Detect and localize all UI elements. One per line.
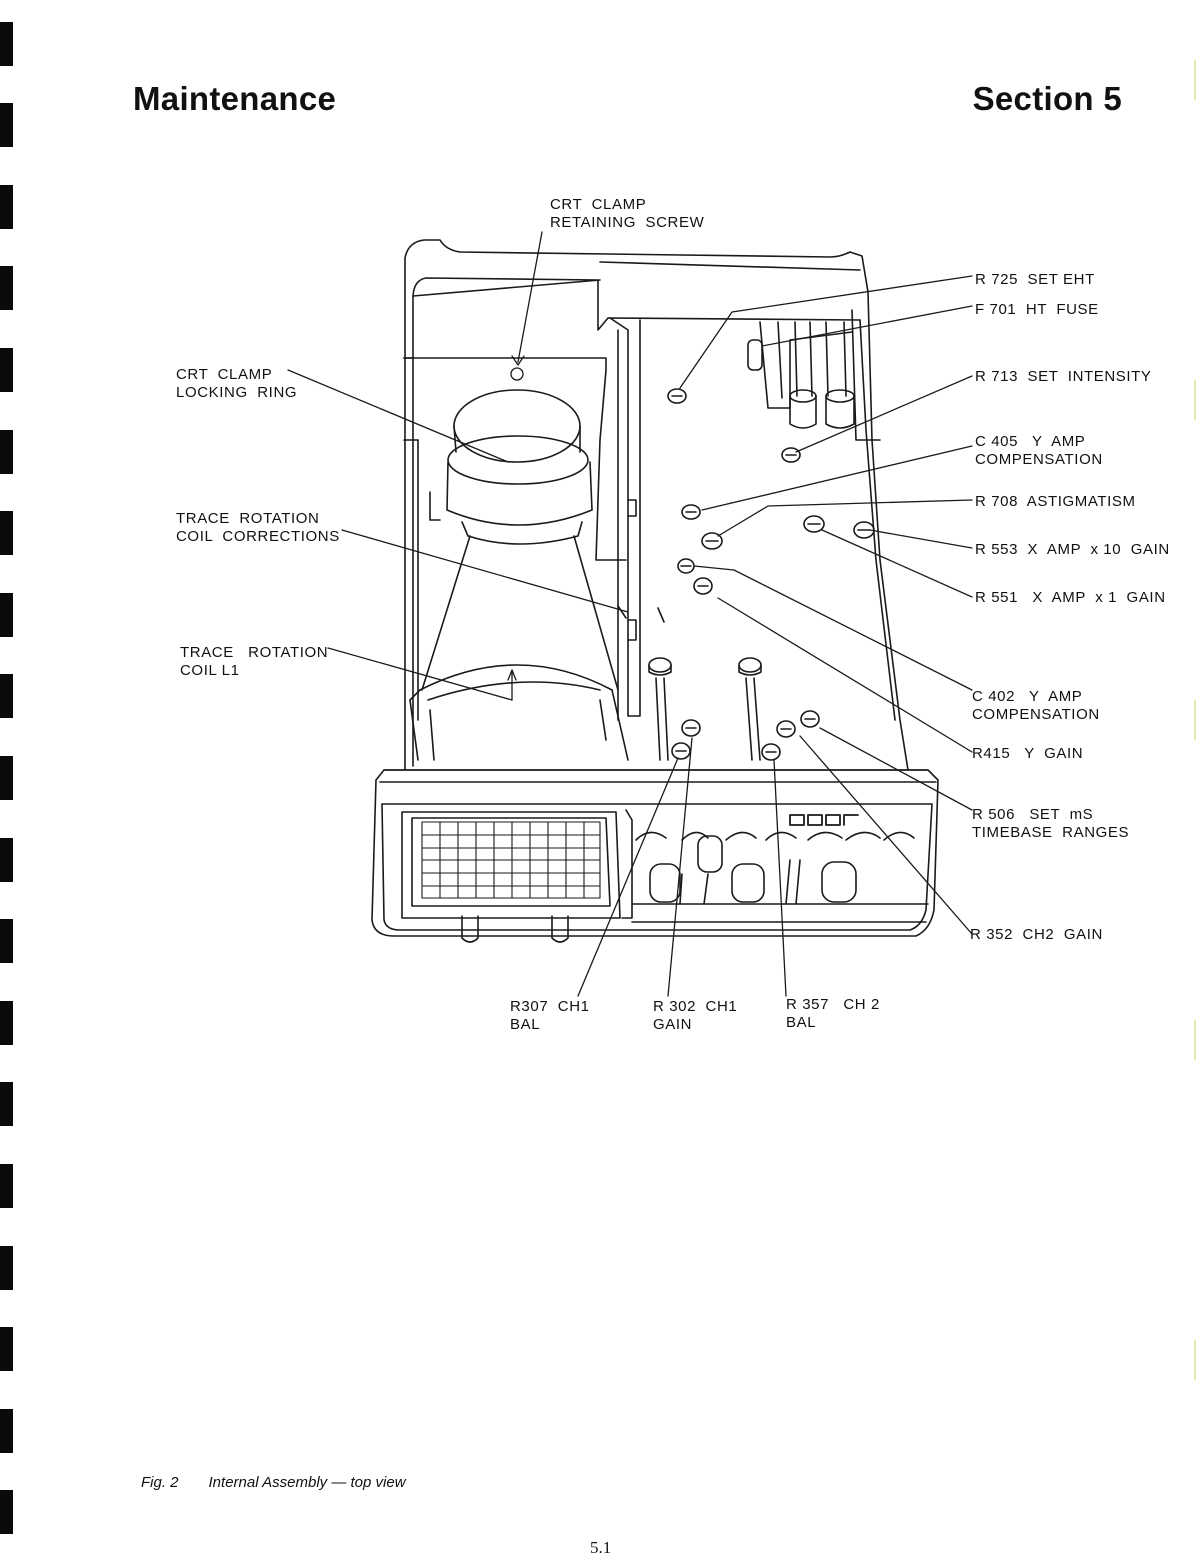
callout-trace-rotation-coil-corrections: TRACE ROTATION COIL CORRECTIONS xyxy=(176,510,340,545)
coil-correction-marks xyxy=(617,605,665,623)
callout-f701: F 701 HT FUSE xyxy=(975,301,1099,318)
section-title: Section 5 xyxy=(972,80,1122,117)
callout-r506: R 506 SET mS TIMEBASE RANGES xyxy=(972,806,1130,841)
callout-r307: R307 CH1 BAL xyxy=(510,998,590,1033)
binding-hole xyxy=(0,511,13,555)
callout-r553: R 553 X AMP x 10 GAIN xyxy=(975,541,1170,558)
binding-hole xyxy=(0,1409,13,1453)
front-feet xyxy=(461,915,569,943)
page-edge xyxy=(1194,60,1196,100)
page-number: 5.1 xyxy=(590,1538,612,1557)
binding-hole xyxy=(0,185,13,229)
page-edge xyxy=(1194,700,1196,740)
front-panel xyxy=(371,769,939,937)
crt-graticule xyxy=(421,821,601,899)
callout-crt-clamp-locking-ring: CRT CLAMP LOCKING RING xyxy=(176,366,298,401)
leader-lines xyxy=(287,231,973,997)
callout-c402: C 402 Y AMP COMPENSATION xyxy=(972,688,1100,723)
binding-hole xyxy=(0,593,13,637)
binding-hole xyxy=(0,22,13,66)
callout-r357: R 357 CH 2 BAL xyxy=(786,996,880,1031)
binding-hole xyxy=(0,1246,13,1290)
page-title: Maintenance xyxy=(133,80,337,117)
callout-r352: R 352 CH2 GAIN xyxy=(970,926,1103,943)
chassis xyxy=(404,239,909,771)
page-edge xyxy=(1194,380,1196,420)
front-panel-knobs xyxy=(635,831,915,905)
callout-crt-clamp-retaining-screw: CRT CLAMP RETAINING SCREW xyxy=(550,196,705,231)
trimmer-pots xyxy=(667,388,875,761)
binding-hole xyxy=(0,1001,13,1045)
binding-hole xyxy=(0,1327,13,1371)
panel-readout xyxy=(789,814,859,826)
callout-r708: R 708 ASTIGMATISM xyxy=(975,493,1136,510)
page-edge xyxy=(1194,1020,1196,1060)
binding-hole xyxy=(0,838,13,882)
callout-trace-rotation-coil-l1: TRACE ROTATION COIL L1 xyxy=(180,644,329,679)
binding-hole xyxy=(0,1164,13,1208)
callout-c405: C 405 Y AMP COMPENSATION xyxy=(975,433,1103,468)
callout-r713: R 713 SET INTENSITY xyxy=(975,368,1152,385)
callout-r415: R415 Y GAIN xyxy=(972,745,1084,762)
binding-hole xyxy=(0,266,13,310)
binding-hole xyxy=(0,674,13,718)
binding-hole xyxy=(0,919,13,963)
binding-hole xyxy=(0,1490,13,1534)
callout-r302: R 302 CH1 GAIN xyxy=(653,998,738,1033)
figure-caption: Fig. 2 Internal Assembly — top view xyxy=(141,1474,406,1491)
crt-tube xyxy=(409,389,629,761)
figure-number: Fig. 2 xyxy=(141,1474,179,1491)
figure-title: Internal Assembly — top view xyxy=(208,1474,406,1491)
binding-hole xyxy=(0,1082,13,1126)
control-shafts xyxy=(648,657,762,761)
page-edge xyxy=(1194,1340,1196,1380)
binding-hole xyxy=(0,103,13,147)
callout-r725: R 725 SET EHT xyxy=(975,271,1095,288)
binding-hole xyxy=(0,348,13,392)
binding-hole xyxy=(0,430,13,474)
callout-r551: R 551 X AMP x 1 GAIN xyxy=(975,589,1166,606)
binding-hole xyxy=(0,756,13,800)
